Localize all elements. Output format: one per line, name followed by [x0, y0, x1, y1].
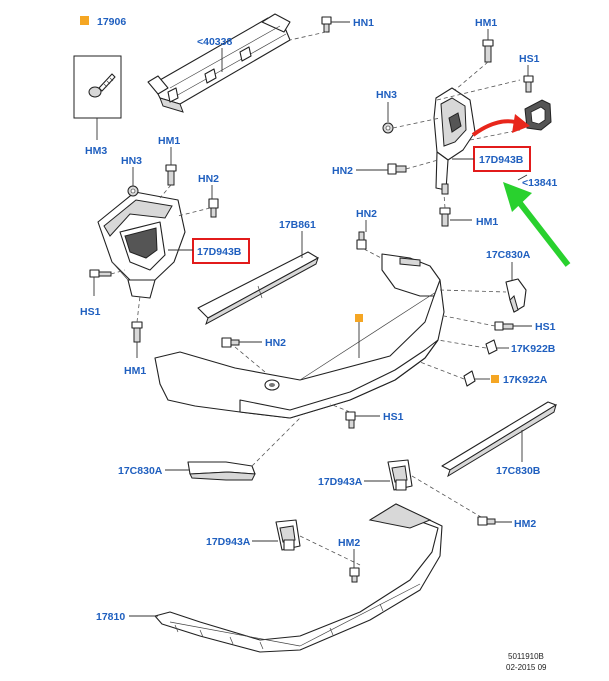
part-40338-reinforcement — [147, 13, 291, 113]
screw-hm2-right — [477, 516, 496, 526]
part-17k922a-marker-icon — [491, 375, 499, 383]
screw-hm1-left-lower — [131, 321, 143, 343]
label-hs1-center: HS1 — [383, 411, 404, 423]
label-13841: <13841 — [522, 177, 557, 189]
bolt-hn2-mid — [221, 337, 240, 348]
part-17b861-strip — [197, 251, 319, 326]
drawing-date: 02-2015 09 — [506, 663, 547, 672]
nut-hn3-left — [127, 185, 139, 197]
part-17810-lower-valance — [154, 503, 443, 653]
label-hn2-center: HN2 — [356, 208, 377, 220]
label-hn2-right-upper: HN2 — [332, 165, 353, 177]
part-17c830a-left-trim — [187, 461, 256, 481]
label-hn3-right: HN3 — [376, 89, 397, 101]
part-17d943a-upper-bracket — [387, 459, 413, 491]
label-hs1-top: HS1 — [519, 53, 540, 65]
drawing-number: 5011910B — [508, 652, 544, 661]
label-hs1-right: HS1 — [535, 321, 556, 333]
legend-code: 17906 — [97, 16, 126, 28]
red-curved-arrow-icon — [471, 114, 530, 137]
part-17d943b-right-bracket — [433, 87, 476, 195]
label-17c830a-right: 17C830A — [486, 249, 531, 261]
screw-hs1-left — [89, 269, 112, 278]
label-17b861: 17B861 — [279, 219, 316, 231]
screw-hm1-right-lower — [439, 207, 451, 227]
part-17k922a-clip — [463, 370, 476, 387]
nut-hn3-right — [382, 122, 394, 134]
bolt-hn2-right-upper — [387, 163, 407, 175]
screw-hn1-top — [321, 16, 332, 33]
bolt-hn2-center — [356, 231, 367, 250]
screw-hs1-right-top — [523, 75, 534, 93]
label-17k922b: 17K922B — [511, 343, 556, 355]
label-40338: <40338 — [197, 36, 232, 48]
label-hn3-left: HN3 — [121, 155, 142, 167]
screw-hm1-right-top — [482, 39, 494, 63]
part-17906-marker-icon — [355, 314, 363, 322]
part-13841-grommet — [524, 99, 552, 131]
part-17c830a-right-clip — [505, 278, 527, 313]
screw-hm2-lower — [349, 567, 360, 583]
label-17d943a-upper: 17D943A — [318, 476, 363, 488]
label-hm2-lower: HM2 — [338, 537, 360, 549]
label-17d943a-lower: 17D943A — [206, 536, 251, 548]
part-17906-bumper-cover — [154, 253, 445, 419]
label-17810: 17810 — [96, 611, 125, 623]
label-hm1-left-lower: HM1 — [124, 365, 146, 377]
label-hn2-left: HN2 — [198, 173, 219, 185]
label-hm1-top: HM1 — [475, 17, 497, 29]
highlight-label-left: 17D943B — [197, 246, 242, 258]
label-hm2-right: HM2 — [514, 518, 536, 530]
part-17d943a-lower-bracket — [275, 519, 301, 551]
label-17k922a: 17K922A — [503, 374, 548, 386]
label-hn2-mid: HN2 — [265, 337, 286, 349]
label-hn1-top: HN1 — [353, 17, 374, 29]
green-arrow-icon — [503, 182, 571, 267]
hm3-screw-icon — [88, 73, 116, 98]
screw-hs1-right — [494, 321, 514, 331]
label-hm1-right: HM1 — [476, 216, 498, 228]
label-hm3: HM3 — [85, 145, 107, 157]
bolt-hn2-left — [208, 198, 219, 218]
highlight-label-right: 17D943B — [479, 154, 524, 166]
part-17k922b-clip — [485, 339, 498, 355]
label-hs1-left: HS1 — [80, 306, 101, 318]
label-17c830a-left: 17C830A — [118, 465, 163, 477]
label-17c830b: 17C830B — [496, 465, 541, 477]
part-17c830b-trim — [441, 401, 557, 478]
legend: 17906 — [80, 16, 126, 28]
screw-hm1-left-top — [165, 164, 177, 186]
screw-hs1-center — [345, 411, 356, 429]
legend-marker-icon — [80, 16, 89, 25]
label-hm1-left: HM1 — [158, 135, 180, 147]
part-17d943b-left-bracket — [97, 191, 186, 299]
highlight-box-left — [192, 238, 250, 264]
hm3-screw-detail: HM3 — [73, 55, 122, 157]
